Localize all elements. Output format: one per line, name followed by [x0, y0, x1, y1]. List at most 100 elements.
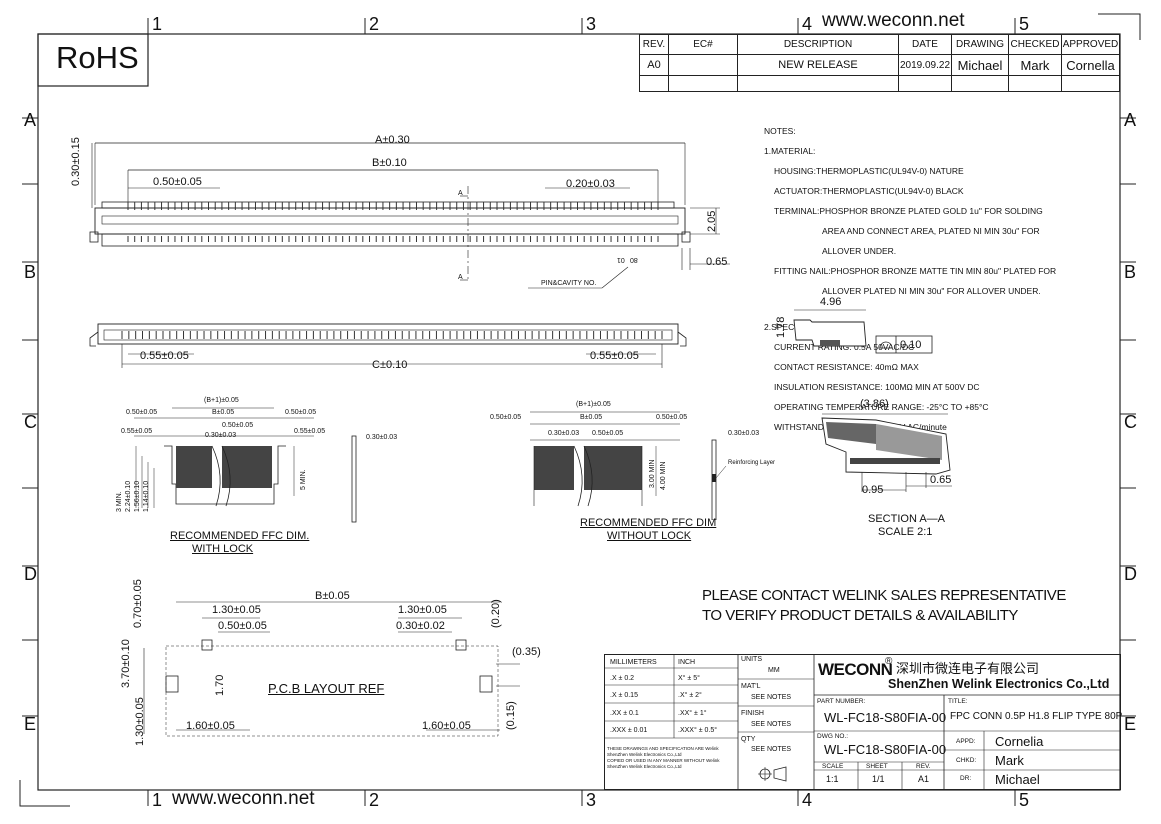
- tol-row-3-in: .XX° ± 1°: [678, 710, 707, 717]
- website-top: www.weconn.net: [822, 10, 965, 31]
- notes-insulation: INSULATION RESISTANCE: 100MΩ MIN AT 500V…: [774, 382, 980, 392]
- notes-fitting-1: FITTING NAIL:PHOSPHOR BRONZE MATTE TIN M…: [774, 266, 1057, 276]
- dim-height-030: 0.30±0.15: [70, 137, 82, 186]
- grid-row-b: B: [24, 262, 37, 282]
- ffc-lock-title-2: WITH LOCK: [192, 543, 254, 555]
- notes-fitting-2: ALLOVER PLATED NI MIN 30u" FOR ALLOVER U…: [822, 286, 1041, 296]
- sheet-label: SHEET: [866, 763, 888, 770]
- notes-terminal-1: TERMINAL:PHOSPHOR BRONZE PLATED GOLD 1u"…: [774, 206, 1043, 216]
- tol-row-1-mm: .X ± 0.2: [610, 675, 635, 682]
- rev-checked-value: Mark: [1008, 54, 1062, 77]
- dim-065: 0.65: [706, 256, 728, 268]
- rev-head-desc: DESCRIPTION: [737, 33, 899, 56]
- matl-value: SEE NOTES: [751, 694, 792, 701]
- grid-col-5-bottom: 5: [1019, 790, 1030, 810]
- ffc-nolock-300: 3.00 MIN: [649, 459, 656, 488]
- chkd-value: Mark: [995, 753, 1024, 768]
- rev-label: REV.: [916, 763, 931, 770]
- ffc-nolock-title-2: WITHOUT LOCK: [607, 530, 692, 542]
- pcb-dim-130-right: 1.30±0.05: [398, 604, 447, 616]
- notes-actuator: ACTUATOR:THERMOPLASTIC(UL94V-0) BLACK: [774, 186, 964, 196]
- grid-row-a-right: A: [1124, 110, 1137, 130]
- ffc-lock-title-1: RECOMMENDED FFC DIM.: [170, 530, 310, 542]
- part-number-label: PART NUMBER:: [817, 698, 866, 705]
- notes-current: CURRENT RATING: 0.5A 50VAC/DC: [774, 342, 915, 352]
- website-bottom: www.weconn.net: [172, 788, 315, 809]
- ffc-lock-030: 0.30±0.03: [205, 432, 237, 439]
- matl-label: MAT'L: [741, 683, 761, 690]
- pcb-dim-030: 0.30±0.02: [396, 620, 445, 632]
- dim-178: 1.78: [775, 316, 787, 338]
- ffc-nolock-title-1: RECOMMENDED FFC DIM: [580, 517, 717, 529]
- dwg-no-label: DWG NO.:: [817, 733, 849, 740]
- ffc-nolock-030: 0.30±0.03: [548, 430, 580, 437]
- notes-block: NOTES: 1.MATERIAL: HOUSING:THERMOPLASTIC…: [764, 116, 1056, 442]
- brand-chinese-name: 深圳市微连电子有限公司: [896, 662, 1040, 677]
- notes-title: NOTES:: [764, 126, 796, 136]
- company-name: ShenZhen Welink Electronics Co.,Ltd: [888, 677, 1110, 691]
- section-aa-drawing: [821, 413, 952, 492]
- brand-registered-icon: ®: [885, 656, 893, 667]
- ffc-lock-030-side: 0.30±0.03: [366, 434, 398, 441]
- pcb-dim-020: (0.20): [490, 599, 502, 628]
- rev-head-drawing: DRAWING: [951, 33, 1009, 56]
- ffc-lock-b1: (B+1)±0.05: [204, 397, 239, 404]
- units-label: UNITS: [741, 656, 762, 663]
- ffc-lock-114: 1.14±0.10: [143, 480, 150, 512]
- dim-b: B±0.10: [372, 157, 407, 169]
- pin-cavity-label: PIN&CAVITY NO.: [541, 280, 597, 287]
- rev-drawing-value: Michael: [951, 54, 1009, 77]
- section-title: SECTION A—A: [868, 513, 946, 525]
- pcb-dim-015: (0.15): [505, 701, 517, 730]
- chkd-label: CHKD:: [956, 757, 977, 764]
- dim-pitch-020: 0.20±0.03: [566, 178, 615, 190]
- grid-col-4: 4: [802, 14, 813, 34]
- rev-approved-value: Cornella: [1061, 54, 1120, 77]
- ffc-nolock-b1: (B+1)±0.05: [576, 401, 611, 408]
- top-view-pins: [127, 202, 659, 242]
- ffc-lock-055-left: 0.55±0.05: [121, 428, 153, 435]
- qty-label: QTY: [741, 736, 756, 743]
- grid-col-1-bottom: 1: [152, 790, 163, 810]
- disclaimer-line-2: ShenZhen Welink Electronics Co.,Ltd: [607, 752, 682, 757]
- dim-055-right: 0.55±0.05: [590, 350, 639, 362]
- ffc-lock-5min: 5 MIN.: [300, 469, 307, 490]
- section-marker-bottom: A: [458, 274, 463, 281]
- qty-value: SEE NOTES: [751, 746, 792, 753]
- rev-desc-value: NEW RELEASE: [737, 54, 899, 77]
- appd-value: Cornelia: [995, 734, 1044, 749]
- dim-386: (3.86): [860, 398, 889, 410]
- title-value: FPC CONN 0.5P H1.8 FLIP TYPE 80P: [950, 711, 1123, 722]
- grid-col-4-bottom: 4: [802, 790, 813, 810]
- dim-c: C±0.10: [372, 359, 408, 371]
- pcb-dim-160-right: 1.60±0.05: [422, 720, 471, 732]
- notes-terminal-3: ALLOVER UNDER.: [822, 246, 897, 256]
- title-label: TITLE:: [948, 698, 968, 705]
- ffc-lock-224: 2.24±0.10: [125, 480, 132, 512]
- ffc-lock-156: 1.56±0.10: [134, 480, 141, 512]
- ffc-nolock-b: B±0.05: [580, 414, 603, 421]
- rohs-label: RoHS: [56, 40, 139, 75]
- grid-col-2: 2: [369, 14, 380, 34]
- grid-col-3-bottom: 3: [586, 790, 597, 810]
- rev-value: A0: [639, 54, 669, 77]
- grid-row-b-right: B: [1124, 262, 1137, 282]
- disclaimer-line-4: ShenZhen Welink Electronics Co.,Ltd: [607, 764, 682, 769]
- disclaimer: THESE DRAWINGS AND SPECIFICATION ARE Wel…: [607, 746, 720, 770]
- ffc-lock-050-right: 0.50±0.05: [285, 409, 317, 416]
- pcb-dim-130-vertical: 1.30±0.05: [134, 697, 146, 746]
- grid-col-1: 1: [152, 14, 163, 34]
- ffc-lock-055-right: 0.55±0.05: [294, 428, 326, 435]
- pin-number-80: 80: [630, 256, 638, 263]
- rev-head-checked: CHECKED: [1008, 33, 1062, 56]
- brand-logo: WECONN: [818, 660, 893, 679]
- tol-row-1-in: X° ± 5°: [678, 675, 700, 682]
- rev-value-block: A1: [918, 774, 930, 784]
- appd-label: APPD:: [956, 738, 976, 745]
- ffc-lock-050-left: 0.50±0.05: [126, 409, 158, 416]
- ffc-lock-050-mid: 0.50±0.05: [222, 422, 254, 429]
- grid-row-a: A: [24, 110, 37, 130]
- section-marker-top: A: [458, 190, 463, 197]
- ffc-nolock-030-side: 0.30±0.03: [728, 430, 760, 437]
- pcb-dim-170: 1.70: [214, 674, 226, 696]
